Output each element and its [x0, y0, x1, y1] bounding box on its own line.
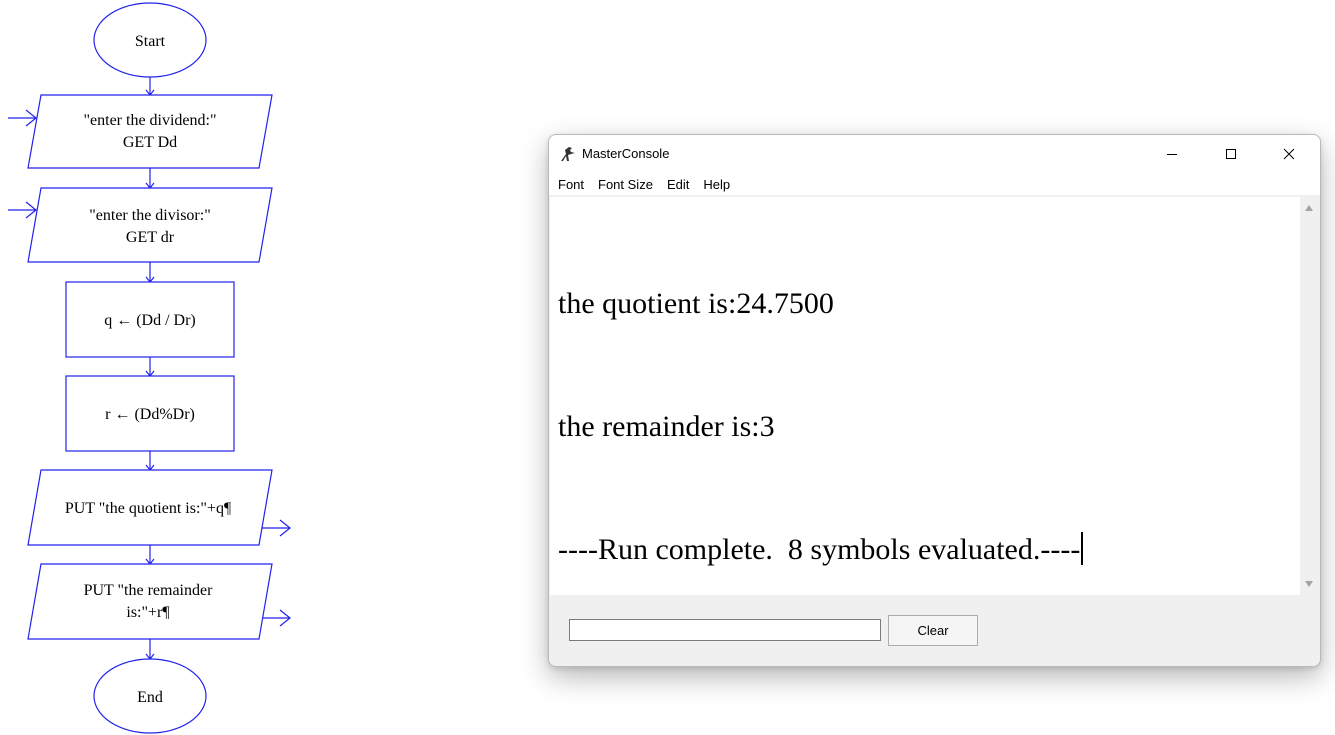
- menu-bar: Font Font Size Edit Help: [549, 173, 1320, 195]
- master-console-window: MasterConsole Font Font Size E: [548, 134, 1321, 667]
- close-button[interactable]: [1266, 135, 1312, 173]
- input-dividend-prompt: "enter the dividend:": [83, 112, 216, 129]
- flowchart-input-dividend: "enter the dividend:" GET Dd: [27, 94, 273, 169]
- output-line-quotient: the quotient is:24.7500: [558, 287, 834, 320]
- minimize-icon: [1167, 154, 1177, 155]
- input-arrow-1: [8, 109, 37, 127]
- scroll-up-button[interactable]: [1300, 199, 1318, 217]
- menu-edit[interactable]: Edit: [666, 176, 690, 192]
- input-dividend-get: GET Dd: [123, 134, 177, 151]
- close-icon: [1283, 148, 1295, 160]
- input-divisor-get: GET dr: [126, 229, 175, 246]
- minimize-button[interactable]: [1149, 135, 1195, 173]
- input-arrow-2: [8, 201, 37, 219]
- flowchart-output-remainder: PUT "the remainder is:"+r¶: [27, 563, 273, 640]
- output-arrow-1: [262, 519, 291, 537]
- vertical-scrollbar[interactable]: [1300, 197, 1318, 595]
- console-input-field[interactable]: [569, 619, 881, 641]
- clear-button[interactable]: Clear: [888, 615, 978, 646]
- maximize-button[interactable]: [1208, 135, 1254, 173]
- output-line-remainder: the remainder is:3: [558, 410, 775, 443]
- input-divisor-prompt: "enter the divisor:": [89, 207, 210, 224]
- menu-font-size[interactable]: Font Size: [598, 176, 653, 192]
- scroll-up-arrow-icon: [1305, 205, 1313, 211]
- output-arrow-2: [262, 609, 291, 627]
- console-output[interactable]: the quotient is:24.7500 the remainder is…: [550, 197, 1300, 595]
- flowchart-assign-quotient: q ← (Dd / Dr): [65, 281, 235, 358]
- raptor-icon: [561, 147, 575, 161]
- text-caret: [1081, 532, 1084, 565]
- output-quotient-label: PUT "the quotient is:"+q¶: [65, 500, 232, 517]
- scroll-down-button[interactable]: [1300, 575, 1318, 593]
- scroll-down-arrow-icon: [1305, 581, 1313, 587]
- start-label: Start: [135, 33, 166, 50]
- menu-help[interactable]: Help: [703, 176, 731, 192]
- output-remainder-line2: is:"+r¶: [126, 604, 170, 621]
- output-line-run-status: ----Run complete. 8 symbols evaluated.--…: [558, 529, 1084, 570]
- flowchart-end-node: End: [93, 658, 207, 734]
- input-panel: Clear: [549, 595, 1320, 666]
- menu-font[interactable]: Font: [558, 176, 585, 192]
- maximize-icon: [1226, 149, 1236, 159]
- flowchart-output-quotient: PUT "the quotient is:"+q¶: [27, 469, 273, 546]
- flowchart-input-divisor: "enter the divisor:" GET dr: [27, 187, 273, 263]
- flowchart-assign-remainder: r ← (Dd%Dr): [65, 375, 235, 452]
- output-remainder-line1: PUT "the remainder: [84, 582, 214, 599]
- flowchart: Start "enter the dividend:" GET Dd "ente…: [8, 2, 291, 734]
- console-output-text: the quotient is:24.7500 the remainder is…: [558, 201, 1084, 595]
- window-title: MasterConsole: [582, 146, 670, 161]
- title-bar[interactable]: MasterConsole: [549, 135, 1320, 173]
- assign-quotient-label: q ← (Dd / Dr): [104, 312, 196, 329]
- end-label: End: [137, 689, 163, 706]
- assign-remainder-label: r ← (Dd%Dr): [105, 406, 195, 423]
- run-status-text: ----Run complete. 8 symbols evaluated.--…: [558, 533, 1081, 566]
- flowchart-start-node: Start: [93, 2, 207, 78]
